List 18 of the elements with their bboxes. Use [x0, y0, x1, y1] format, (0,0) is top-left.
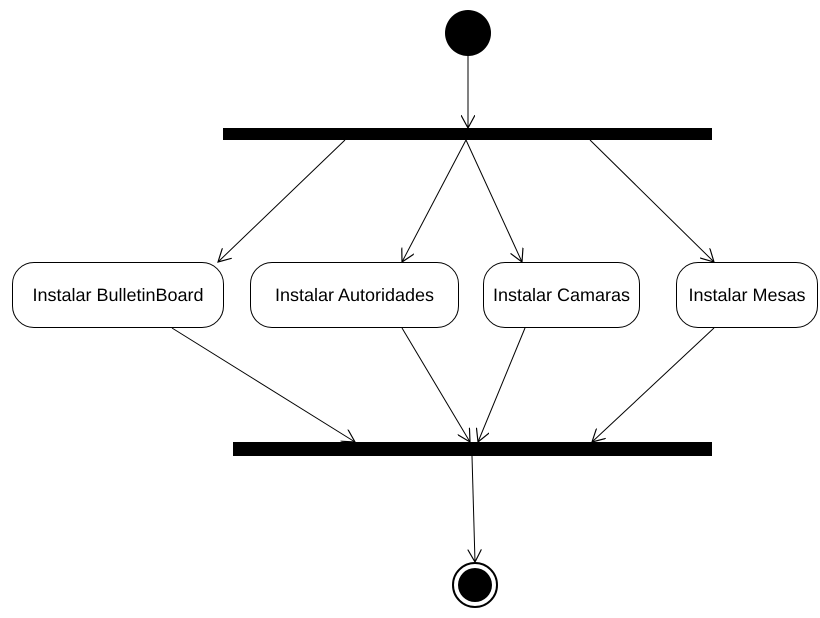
sync-bar [233, 442, 712, 456]
initial-node [445, 10, 491, 56]
arrow [591, 328, 714, 443]
arrow [476, 328, 526, 443]
arrow [460, 56, 476, 129]
arrow [217, 140, 346, 263]
action-box: Instalar Mesas [676, 262, 818, 328]
action-box: Instalar Autoridades [250, 262, 459, 328]
arrow [401, 140, 466, 263]
final-node [452, 562, 498, 608]
arrow [590, 140, 715, 263]
arrow [466, 140, 524, 263]
arrow [172, 328, 356, 443]
arrow [467, 456, 482, 563]
arrow [402, 328, 471, 443]
sync-bar [223, 128, 712, 140]
action-box: Instalar Camaras [483, 262, 640, 328]
action-box: Instalar BulletinBoard [12, 262, 224, 328]
